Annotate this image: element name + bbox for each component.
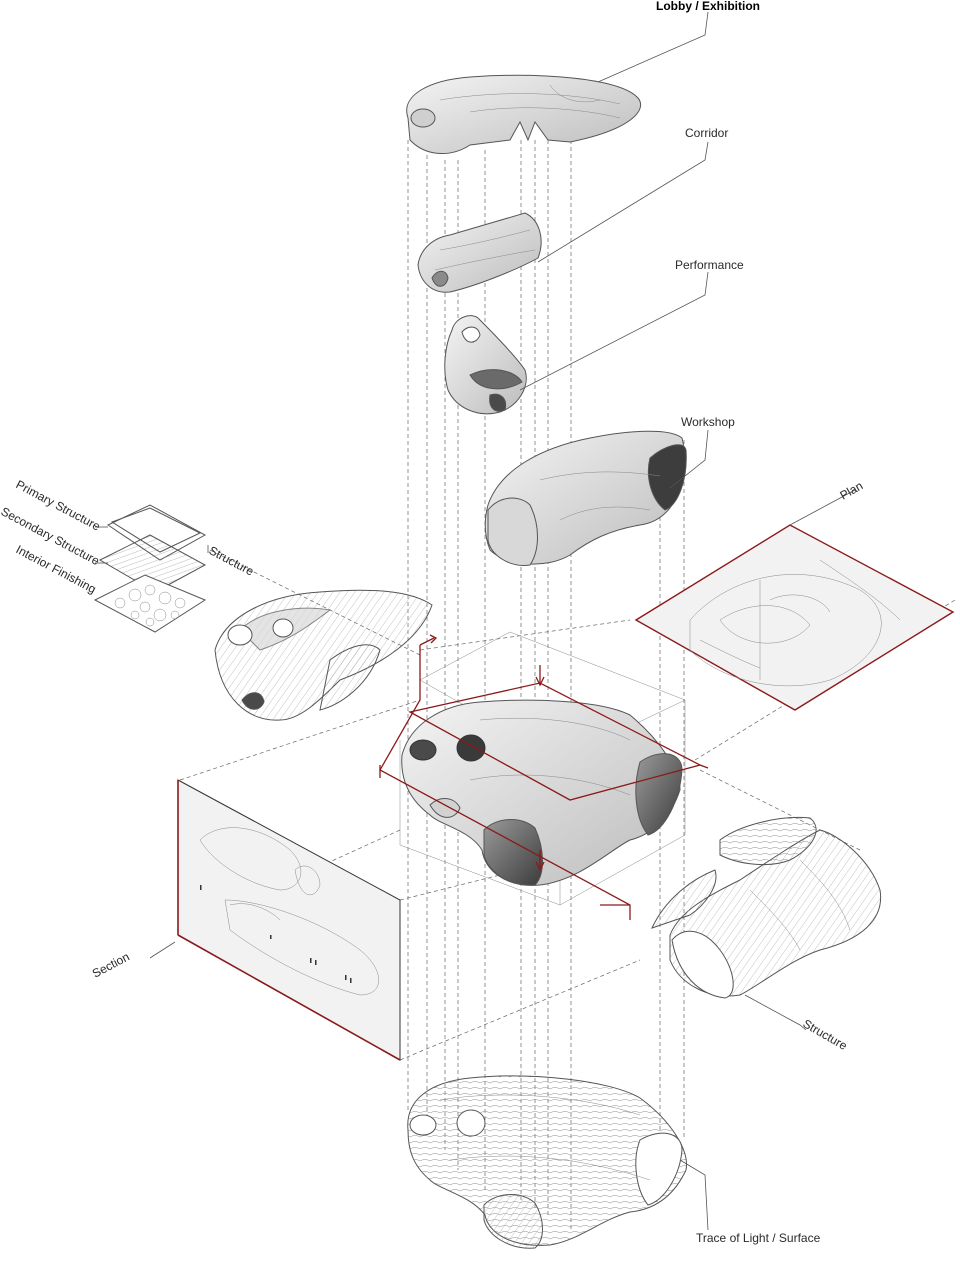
workshop-shell <box>484 430 687 566</box>
performance-shell <box>444 315 527 415</box>
label-structure-right: Structure <box>801 1016 850 1053</box>
label-workshop: Workshop <box>681 415 735 429</box>
trace-of-light-surface <box>407 1075 687 1249</box>
lobby-exhibition-shell <box>406 74 642 155</box>
label-lobby-exhibition: Lobby / Exhibition <box>656 0 760 13</box>
leader-lines <box>149 11 856 1231</box>
label-corridor: Corridor <box>685 126 728 140</box>
label-trace-of-light: Trace of Light / Surface <box>696 1231 821 1245</box>
label-plan: Plan <box>838 478 866 502</box>
section-sheet <box>177 779 401 1061</box>
label-performance: Performance <box>675 258 744 272</box>
section-plan-frame <box>379 634 709 920</box>
plan-sheet <box>634 524 955 711</box>
projection-lines <box>407 140 685 1230</box>
corridor-shell <box>417 212 542 293</box>
central-massing <box>399 631 686 906</box>
label-section: Section <box>90 949 132 980</box>
structure-massing-right <box>651 816 882 999</box>
structure-massing-left <box>214 589 433 721</box>
label-structure-left: Structure <box>207 543 257 578</box>
structure-layers <box>93 504 207 633</box>
